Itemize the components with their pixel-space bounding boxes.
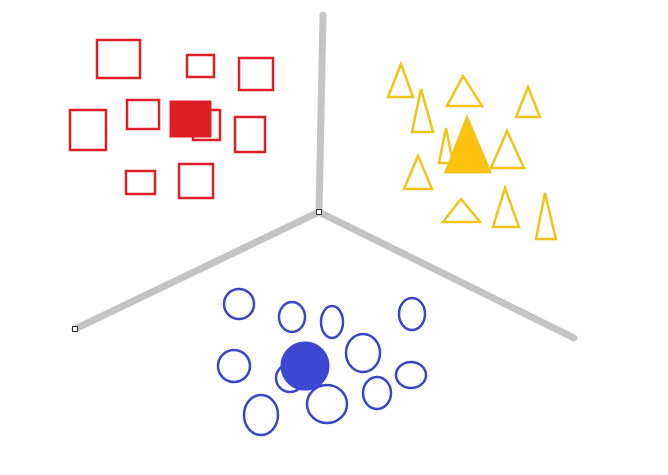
blue-ellipse [361,375,393,411]
boundary-line-left [71,208,323,333]
boundary-end-marker [72,326,78,332]
boundary-line-top [315,11,327,216]
yellow-triangle [534,192,558,241]
yellow-triangle [489,127,526,170]
red-square [124,169,157,196]
cluster-boundaries [71,11,578,342]
boundary-line-right [315,208,578,342]
blue-ellipse [319,304,345,340]
red-square [95,38,142,80]
red-square-centroid [169,100,212,138]
yellow-triangle [386,60,415,99]
yellow-triangle-cluster [386,60,558,241]
blue-ellipse-cluster [216,287,428,437]
red-square-cluster [68,38,275,200]
blue-ellipse-centroid [280,341,330,391]
blue-ellipse [394,360,428,390]
blue-ellipse [397,296,427,332]
yellow-triangle [402,152,434,191]
red-square [68,108,108,152]
blue-ellipse [344,332,382,374]
red-square [237,56,275,92]
red-square [185,53,216,79]
yellow-triangle [491,184,521,229]
blue-ellipse [222,287,256,321]
yellow-triangle-centroid [443,114,493,174]
blue-ellipse [305,383,349,425]
yellow-triangle [440,197,483,224]
blue-ellipse [216,348,252,384]
yellow-triangle [514,83,542,119]
red-square [125,98,161,131]
red-square [233,115,267,154]
red-square [177,162,215,200]
blue-ellipse [242,393,280,437]
blue-ellipse [277,300,307,334]
boundary-junction-marker [316,209,322,215]
yellow-triangle [444,73,485,108]
yellow-triangle [410,88,435,134]
yellow-triangle [437,127,455,165]
